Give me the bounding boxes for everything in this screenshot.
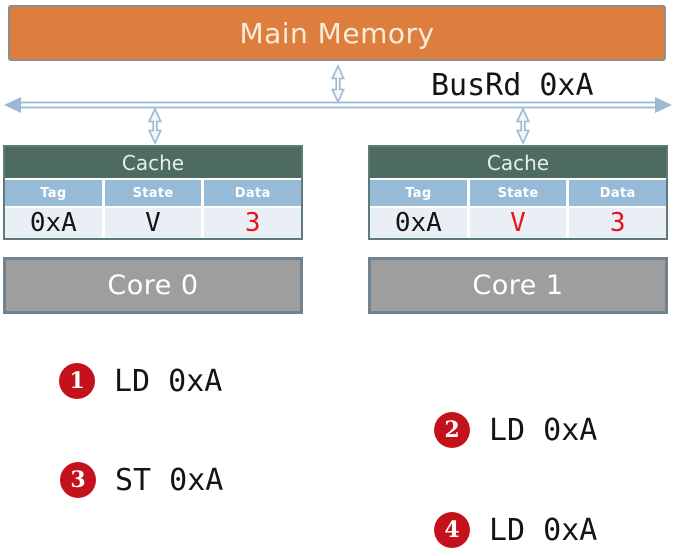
bus-transaction-label: BusRd 0xA [431, 68, 594, 103]
bus-cache0-connector-arrow [147, 107, 163, 145]
cache-core0-table: Tag 0xA State V Data 3 [5, 180, 302, 238]
event-4-number-badge: 4 [434, 512, 470, 548]
event-3-number-badge: 3 [60, 462, 96, 498]
event-4-operation: LD 0xA [489, 512, 598, 548]
cache-core1-data-column: Data 3 [566, 180, 667, 238]
bus-left-arrowhead [4, 97, 21, 113]
cache-core0: Cache Tag 0xA State V Data 3 [3, 145, 303, 240]
event-2: 2 LD 0xA [434, 412, 597, 448]
cache-core0-data-column: Data 3 [201, 180, 302, 238]
state-header: State [469, 180, 567, 208]
event-3: 3 ST 0xA [60, 462, 223, 498]
cache-core1-tag-column: Tag 0xA [370, 180, 467, 238]
cache-core1: Cache Tag 0xA State V Data 3 [368, 145, 668, 240]
bus-cache1-connector-arrow [515, 107, 531, 145]
bus-and-connector-arrows [4, 64, 672, 145]
event-2-operation: LD 0xA [489, 412, 598, 448]
state-header: State [104, 180, 202, 208]
state-value: V [469, 208, 567, 238]
cache-core1-state-column: State V [466, 180, 567, 238]
core0-label: Core 0 [107, 270, 199, 301]
event-4: 4 LD 0xA [434, 512, 597, 548]
data-value: 3 [569, 208, 667, 238]
cache-core0-title: Cache [5, 147, 301, 180]
cache-core0-state-column: State V [101, 180, 202, 238]
core0-box: Core 0 [3, 257, 303, 314]
bus-right-arrowhead [655, 97, 672, 113]
event-1-number-badge: 1 [59, 363, 95, 399]
core1-box: Core 1 [368, 257, 668, 314]
event-2-number-badge: 2 [434, 412, 470, 448]
event-3-operation: ST 0xA [115, 462, 224, 498]
cache-core0-tag-column: Tag 0xA [5, 180, 102, 238]
data-value: 3 [204, 208, 302, 238]
tag-value: 0xA [5, 208, 102, 238]
tag-header: Tag [370, 180, 467, 208]
tag-header: Tag [5, 180, 102, 208]
state-value: V [104, 208, 202, 238]
data-header: Data [204, 180, 302, 208]
memory-bus-connector-arrow [330, 64, 346, 104]
cache-core1-table: Tag 0xA State V Data 3 [370, 180, 667, 238]
main-memory-label: Main Memory [239, 16, 435, 50]
event-1-operation: LD 0xA [114, 363, 223, 399]
core1-label: Core 1 [472, 270, 564, 301]
main-memory-box: Main Memory [8, 5, 666, 61]
cache-core1-title: Cache [370, 147, 666, 180]
tag-value: 0xA [370, 208, 467, 238]
event-1: 1 LD 0xA [59, 363, 222, 399]
data-header: Data [569, 180, 667, 208]
